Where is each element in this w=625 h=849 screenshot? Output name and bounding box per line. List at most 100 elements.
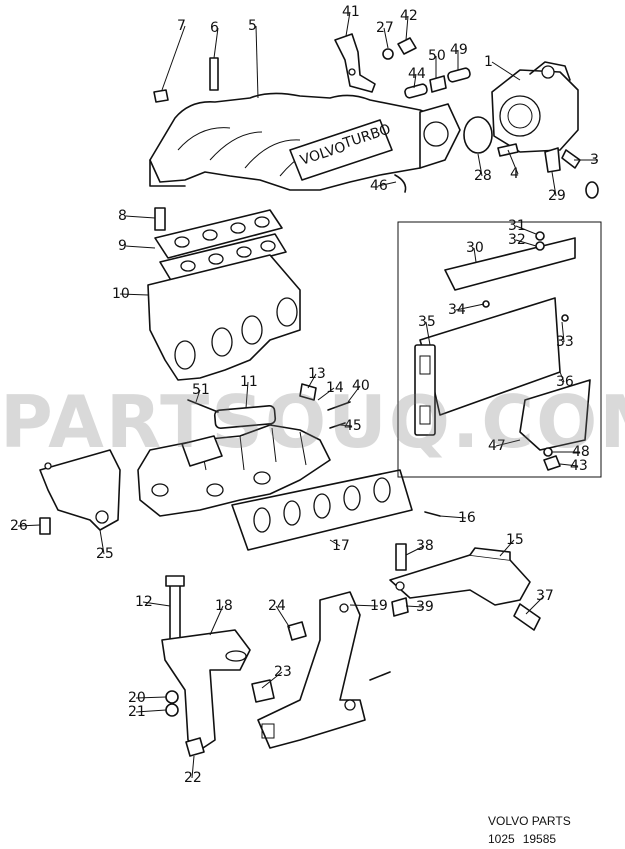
callout-15: 15 [506,532,524,548]
callout-21: 21 [128,704,146,720]
leader-line-29 [551,171,557,197]
leader-line-4 [507,149,519,175]
exhaust-flange-10 [147,254,301,381]
heat-shield-inset-frame [397,221,602,478]
callout-12: 12 [135,594,153,610]
washer-32 [535,241,545,251]
callout-16: 16 [458,510,476,526]
leader-line-5 [255,25,259,99]
leader-line-32 [515,239,537,247]
hose-46 [394,174,407,193]
leader-line-40 [347,385,361,403]
leader-line-31 [515,225,537,235]
washer-20 [165,690,179,704]
callout-43: 43 [570,458,588,474]
leader-line-9 [125,245,156,249]
bracket-19 [257,591,366,749]
leader-line-42 [405,15,409,41]
washer-48 [543,447,553,457]
leader-line-43 [559,463,579,467]
leader-line-7 [161,25,186,91]
leader-line-18 [209,605,224,636]
callout-31: 31 [508,218,526,234]
leader-line-26 [17,524,41,527]
callout-26: 26 [10,518,28,534]
callout-35: 35 [418,314,436,330]
callout-6: 6 [210,20,219,36]
leader-line-19 [349,604,379,607]
callout-28: 28 [474,168,492,184]
washer-21 [165,703,179,717]
bracket-41 [334,33,376,93]
leader-line-22 [191,755,195,779]
callout-18: 18 [215,598,233,614]
bolt-24 [287,621,307,641]
leader-line-20 [135,696,167,699]
callout-41: 41 [342,4,360,20]
leader-line-51 [195,389,201,403]
screw-33 [561,314,569,322]
callout-37: 37 [536,588,554,604]
callout-4: 4 [510,166,519,182]
leader-line-6 [213,27,219,59]
callout-19: 19 [370,598,388,614]
stud-16 [424,511,441,517]
leader-line-41 [345,11,351,37]
stud-45 [329,422,346,429]
stud-8 [154,207,166,231]
footer-ref: 19585 [522,832,557,846]
callout-23: 23 [274,664,292,680]
clip-ring [585,181,599,199]
leader-line-15 [499,539,515,557]
callout-51: 51 [192,382,210,398]
leader-line-35 [425,321,431,346]
callout-50: 50 [428,48,446,64]
leader-line-30 [473,247,477,263]
callout-17: 17 [332,538,350,554]
nut-22 [185,737,205,757]
leader-line-36 [559,371,565,383]
callout-42: 42 [400,8,418,24]
washer-27 [382,48,394,60]
leader-line-38 [405,545,425,556]
leader-line-17 [329,539,341,547]
callout-39: 39 [416,599,434,615]
leader-line-45 [339,424,353,427]
leader-line-23 [261,671,283,689]
callout-5: 5 [248,18,257,34]
callout-8: 8 [118,208,127,224]
callout-47: 47 [488,438,506,454]
bolt-37 [513,603,541,631]
callout-14: 14 [326,380,344,396]
leader-line-10 [119,293,149,296]
callout-22: 22 [184,770,202,786]
leader-line-27 [383,27,389,49]
nut-29 [544,147,561,173]
callout-leaders [17,11,598,779]
bolt-26 [39,517,51,535]
sleeve-49 [447,67,471,83]
leader-line-1 [491,61,521,81]
stud-19b [369,671,391,681]
bolt-23 [251,679,275,703]
nut-13 [299,383,317,401]
callout-48: 48 [572,444,590,460]
callout-9: 9 [118,238,127,254]
leader-line-34 [455,303,485,311]
throttle-gasket-ring [463,116,493,154]
leader-line-37 [525,595,545,615]
leader-line-12 [142,601,171,607]
nut-31 [535,231,545,241]
sleeve-44 [404,83,428,99]
leader-line-33 [561,321,565,343]
bracket-18 [161,629,251,751]
callout-20: 20 [128,690,146,706]
callout-1: 1 [484,54,493,70]
callout-34: 34 [448,302,466,318]
callout-7: 7 [177,18,186,34]
callout-38: 38 [416,538,434,554]
